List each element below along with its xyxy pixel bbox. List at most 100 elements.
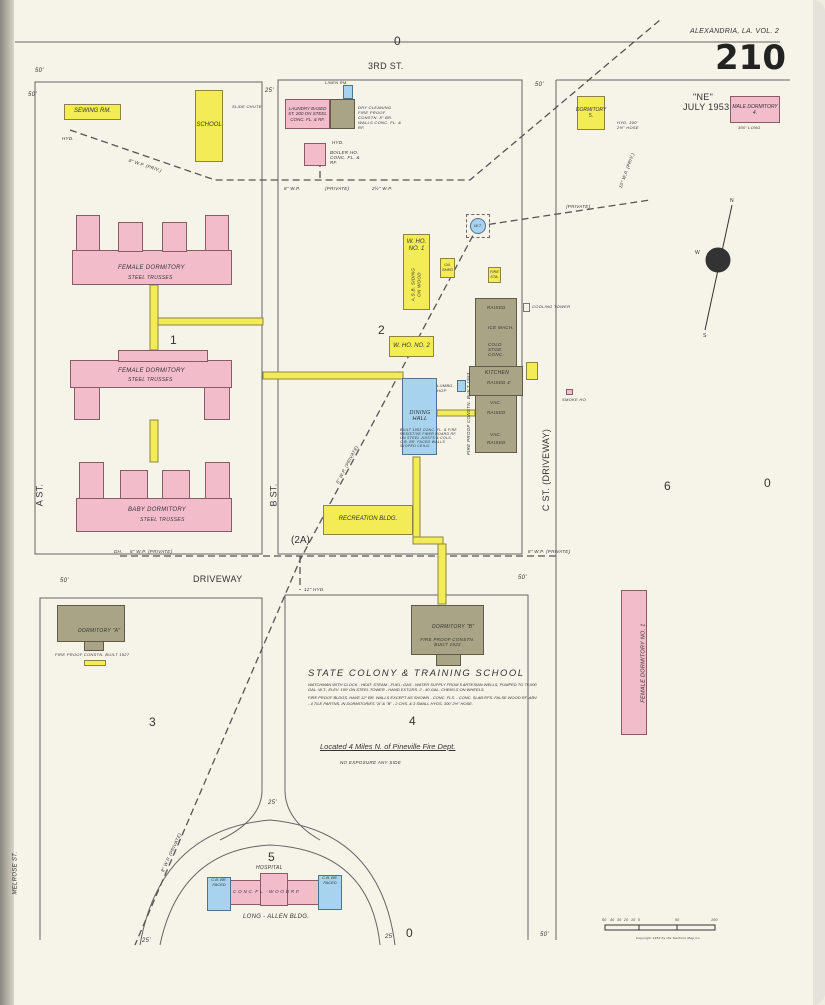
water-tower[interactable]: W.T. (470, 218, 486, 234)
building-laundry[interactable]: LAUNDRY BASED ST. 200 ON STEEL CONC. FL.… (285, 99, 330, 129)
dormitory-wing (118, 222, 143, 252)
street-a: A ST. (34, 483, 45, 507)
hospital-east-wing: C.B. BR. FACED (318, 875, 342, 910)
block-number: 6 (664, 479, 671, 493)
kitchen-raised-1: RAISED (487, 305, 506, 310)
building-smoke-house[interactable] (566, 389, 573, 395)
street-width: 50' (518, 575, 527, 581)
site-notes: STATE COLONY & TRAINING SCHOOL WATCHMAN … (308, 668, 538, 706)
block-number: (2A) (291, 535, 310, 546)
dormitory-wing (162, 470, 190, 499)
building-sewing-room[interactable]: SEWING RM. (64, 104, 121, 120)
building-male-dormitory-4[interactable]: MALE DORMITORY 4. (730, 96, 780, 123)
building-fire-station[interactable]: FIRE STA. (488, 267, 501, 283)
corridor (157, 317, 264, 326)
block-number: 4 (409, 714, 416, 728)
block-number: 5 (268, 850, 275, 864)
street-width: 50' (535, 82, 544, 88)
site-title: STATE COLONY & TRAINING SCHOOL (308, 668, 525, 679)
pipe-label: (PRIVATE) (566, 204, 591, 209)
scale-bar (604, 924, 716, 931)
street-c: C ST. (DRIVEWAY) (541, 428, 552, 512)
boiler-label: BOILER HO. CONC. FL. & RF. (330, 150, 360, 165)
scale-tick: 100 (711, 918, 718, 922)
dormitory-wing (118, 350, 208, 362)
building-baby-dormitory[interactable] (76, 498, 232, 532)
warehouse-1-sub: A.S.B. SIDING ON WOOD (410, 267, 422, 302)
street-width: 25' (385, 934, 394, 940)
pipe-label: 8" W.P. (PRIVATE) (528, 549, 571, 554)
dormitory-wing (204, 387, 230, 420)
dormitory-label: FEMALE DORMITORY (118, 265, 185, 271)
dormitory-a-wing (84, 641, 104, 651)
building-dining-hall[interactable] (402, 378, 437, 455)
building-female-dormitory-no1[interactable] (621, 590, 647, 735)
dormitory-wing (76, 215, 100, 251)
dormitory-wing (120, 470, 148, 499)
corridor (262, 371, 404, 380)
building-recreation[interactable]: RECREATION BLDG. (323, 505, 413, 535)
building-dry-cleaning[interactable] (330, 99, 355, 129)
street-width: 25' (265, 88, 274, 94)
scale-tick: 10 (631, 918, 636, 922)
street-width: 25' (142, 938, 151, 944)
dining-hall-label: DINING HALL (409, 410, 431, 422)
building-dormitory-b[interactable] (411, 605, 484, 655)
building-dormitory-a[interactable] (57, 605, 125, 642)
section-label: "NE" (693, 92, 714, 102)
block-4-outline (284, 594, 529, 940)
street-width: 50' (540, 932, 549, 938)
scale-tick: 20 (624, 918, 629, 922)
building-plumbing-shop[interactable] (457, 380, 466, 392)
pipe-label: 8" W.P. (284, 186, 301, 191)
kitchen-section (469, 366, 523, 396)
dormitory-b-label: DORMITORY "B" (432, 624, 475, 630)
dormitory-b-wing (436, 654, 461, 666)
place-name: ALEXANDRIA, LA. VOL. 2 (690, 28, 780, 35)
dry-cleaning-label: DRY CLEANING FIRE PROOF CONSTN. 8" BR. W… (358, 105, 402, 130)
dormitory-wing (205, 215, 229, 251)
smoke-house-label: SMOKE HO. (562, 397, 588, 402)
dormitory-a-sub: FIRE PROOF CONSTN. BUILT 1927 (55, 652, 130, 657)
zero-mark: 0 (406, 926, 413, 940)
scale-tick: 50 (602, 918, 607, 922)
hydrant-label: HYD. (332, 140, 344, 145)
dormitory-sub: STEEL TRUSSES (128, 377, 173, 383)
female-dormitory-no1-label: FEMALE DORMITORY NO. 1 (640, 623, 647, 703)
building-dormitory-5[interactable]: DORMITORY 5. (576, 96, 606, 130)
building-female-dormitory-2[interactable] (70, 360, 232, 388)
street-driveway: DRIVEWAY (193, 574, 243, 584)
building-linen-room[interactable] (343, 85, 353, 99)
building-oil-shed[interactable]: OIL SHED (440, 258, 455, 278)
kitchen-raised-3: RAISED (487, 410, 506, 415)
hospital-center-wing (260, 873, 288, 906)
dormitory-wing (74, 387, 100, 420)
building-boiler-house[interactable] (304, 143, 326, 166)
site-note-2: FIRE PROOF BLDGS. HAVE 12" BR. WALLS EXC… (308, 695, 538, 706)
dining-hall-note: BUILT 1953 CONC. FL. & FIRE RESISTIVE FI… (400, 428, 458, 448)
scale-tick: 40 (610, 918, 615, 922)
building-female-dormitory-1[interactable] (72, 250, 232, 285)
hydrant-label: DH. (114, 549, 123, 554)
dormitory-label: BABY DORMITORY (128, 507, 187, 513)
kitchen-raised-2: RAISED 4' (487, 380, 512, 385)
hydrant-label: 12" HYD. (304, 587, 326, 592)
building-school[interactable]: SCHOOL (195, 90, 223, 162)
cooling-tower[interactable] (523, 303, 530, 312)
block-number: 1 (170, 333, 177, 347)
corridor (412, 456, 421, 538)
dormitory-wing (79, 462, 104, 499)
street-b: B ST. (268, 483, 279, 507)
street-width: 25' (268, 800, 277, 806)
dormitory-sub: STEEL TRUSSES (128, 275, 173, 281)
building-warehouse-1[interactable]: W. HO. NO. 1 (403, 234, 430, 310)
kitchen-annex (526, 362, 538, 380)
corridor (412, 536, 444, 545)
compass-north: N (730, 198, 734, 204)
street-width: 50' (28, 92, 37, 98)
building-warehouse-2[interactable]: W. HO. NO. 2 (389, 336, 434, 357)
water-pipe-north (69, 19, 661, 181)
page-edge (813, 0, 825, 1005)
block-number: 3 (149, 715, 156, 729)
